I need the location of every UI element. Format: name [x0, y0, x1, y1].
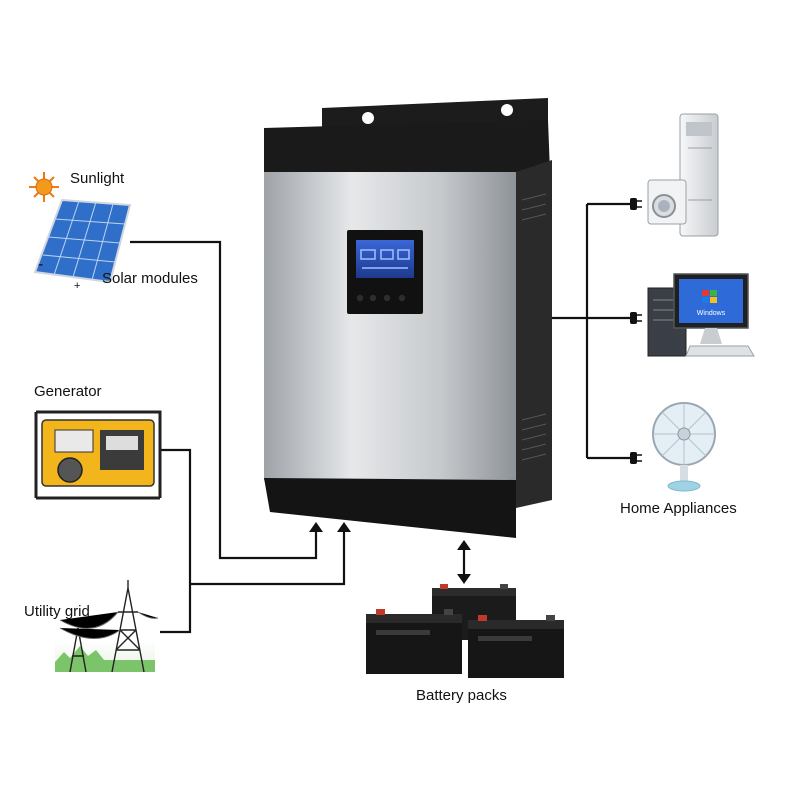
vent-slots [521, 193, 547, 461]
generator-icon [34, 410, 162, 500]
battery-pack-icons [366, 584, 564, 678]
washing-machine-icon [647, 179, 687, 225]
utility-grid-label: Utility grid [24, 603, 90, 620]
arrow-heads [309, 522, 471, 584]
home-appliances-label: Home Appliances [620, 500, 737, 517]
wiring [130, 202, 630, 634]
battery-icon [366, 609, 462, 674]
sun-icon [29, 172, 59, 202]
air-conditioner-icon [679, 113, 719, 237]
utility-grid-icon [55, 580, 159, 673]
solar-panel-icon [33, 198, 132, 284]
windows-logo-icon [702, 290, 717, 303]
fan-icon [652, 402, 716, 492]
plug-icons [630, 198, 642, 464]
generator-label: Generator [34, 383, 102, 400]
battery-packs-label: Battery packs [416, 687, 507, 704]
panel-minus-sign: - [38, 256, 44, 273]
panel-plus-sign: + [74, 280, 81, 292]
sunlight-label: Sunlight [70, 170, 125, 187]
arrow-up-icon [457, 540, 471, 550]
hybrid-inverter [264, 98, 552, 538]
windows-screen-text: Windows [697, 310, 726, 317]
solar-modules-label: Solar modules [102, 270, 198, 287]
computer-icon [647, 273, 755, 357]
battery-icon [468, 615, 564, 678]
arrow-down-icon [457, 574, 471, 584]
control-buttons [356, 294, 406, 302]
